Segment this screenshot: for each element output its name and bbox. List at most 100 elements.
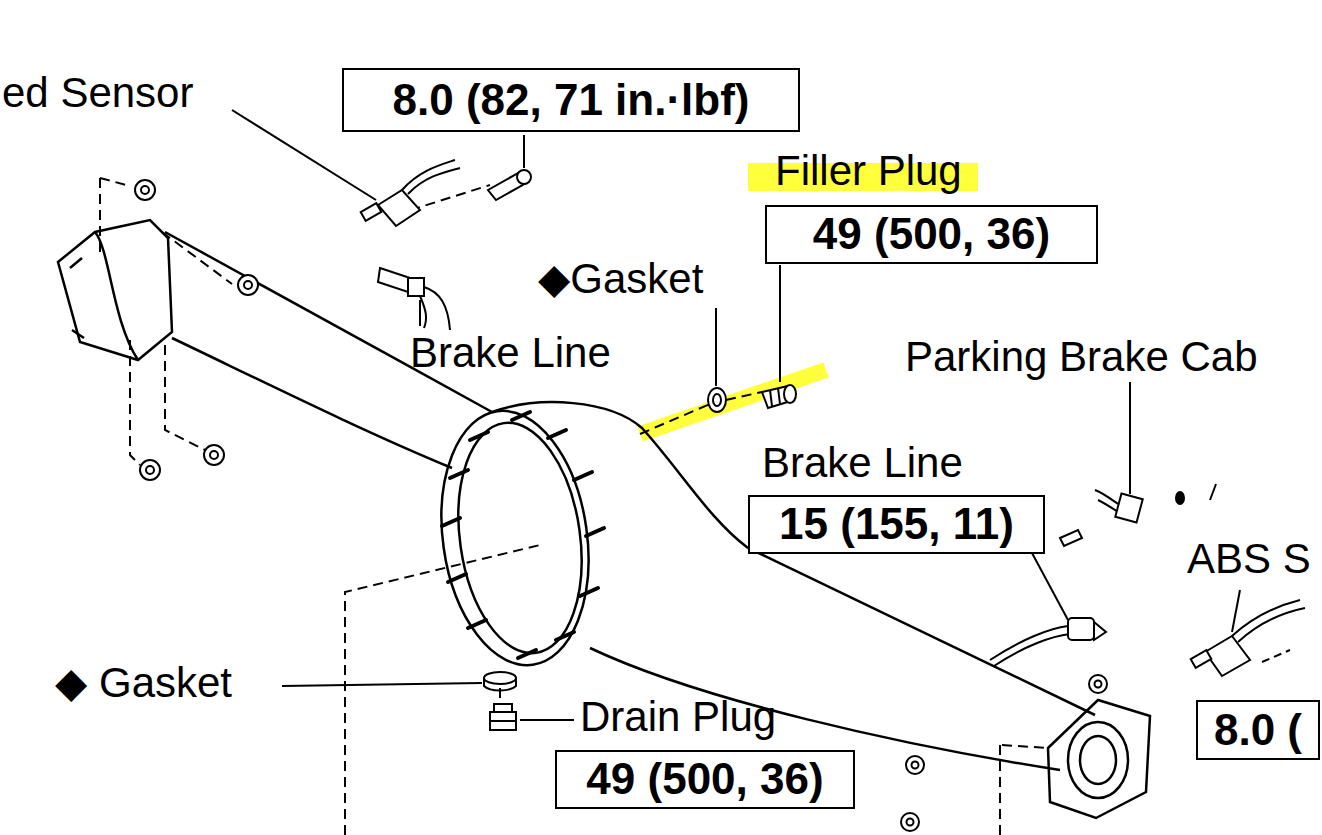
drawing-part — [784, 385, 796, 403]
speed-sensor — [361, 160, 531, 226]
drawing-part — [420, 287, 450, 330]
nuts — [135, 180, 1107, 831]
drawing-part — [770, 390, 772, 406]
drawing-part — [912, 762, 919, 769]
drawing-part — [140, 460, 160, 480]
torque-value: 15 (155, 11) — [779, 500, 1014, 548]
drawing-part — [1262, 650, 1290, 662]
drawing-part — [470, 432, 488, 440]
drawing-part — [345, 545, 540, 835]
torque-box: 8.0 ( — [1196, 700, 1320, 760]
drawing-part — [1068, 722, 1128, 798]
drawing-part — [1032, 553, 1068, 620]
drawing-part — [556, 632, 574, 640]
drawing-part — [1068, 618, 1094, 640]
torque-box: 49 (500, 36) — [555, 750, 855, 809]
drawing-part — [378, 190, 420, 226]
drawing-part — [586, 528, 604, 536]
drawing-part — [135, 180, 155, 200]
part-label: Parking Brake Cab — [905, 334, 1258, 380]
drawing-part — [574, 472, 592, 480]
drawing-part — [778, 388, 780, 404]
drawing-part — [1002, 745, 1048, 748]
drawing-part — [490, 712, 516, 730]
drawing-part — [444, 415, 595, 661]
part-label: Filler Plug — [775, 148, 962, 194]
drawing-part — [580, 588, 598, 596]
torque-box: 8.0 (82, 71 in.·lbf) — [342, 68, 800, 132]
drawing-part — [58, 220, 172, 360]
part-label: Drain Plug — [580, 694, 776, 740]
drawing-part — [448, 574, 466, 582]
drawing-part — [1191, 650, 1212, 668]
highlight — [640, 370, 826, 434]
drawing-part — [779, 265, 781, 382]
drawing-part — [520, 719, 574, 721]
drawing-part — [378, 268, 410, 292]
drawing-part — [419, 300, 421, 326]
drawing-part — [1232, 590, 1240, 632]
drawing-part — [901, 813, 919, 831]
drawing-part — [994, 634, 1070, 666]
drawing-part — [990, 626, 1068, 660]
drawing-part — [1095, 490, 1118, 504]
part-label: ◆Gasket — [538, 256, 703, 302]
drawing-part — [1115, 494, 1142, 523]
drawing-part — [165, 345, 205, 450]
drawing-part — [165, 232, 492, 412]
drawing-part — [1089, 675, 1107, 693]
drawing-part — [1098, 500, 1118, 512]
torque-box: 15 (155, 11) — [748, 495, 1045, 554]
drawing-part — [238, 275, 258, 295]
drawing-part — [640, 404, 710, 434]
drawing-part — [468, 620, 486, 628]
drawing-part — [408, 278, 424, 296]
axle-housing — [58, 220, 1150, 818]
drawing-part — [1232, 600, 1305, 642]
drawing-part — [494, 704, 512, 712]
drain-plug — [484, 672, 516, 730]
part-label: ed Sensor — [2, 70, 193, 116]
part-label: ◆ Gasket — [55, 660, 232, 706]
filler-plug — [708, 385, 796, 412]
torque-value: 49 (500, 36) — [813, 210, 1050, 258]
dashed-guides — [100, 178, 1048, 835]
drawing-part — [906, 756, 924, 774]
part-label: Brake Line — [762, 440, 963, 486]
drawing-part — [1176, 492, 1184, 504]
drawing-part — [130, 340, 140, 465]
drawing-part — [442, 518, 460, 526]
drawing-part — [484, 678, 516, 691]
drawing-part — [70, 258, 84, 338]
drawing-part — [146, 466, 154, 474]
drawing-part — [100, 178, 130, 252]
drawing-part — [748, 548, 1095, 715]
drawing-part — [523, 135, 525, 168]
drawing-part — [1097, 687, 1099, 689]
drawing-part — [713, 394, 721, 406]
drawing-part — [210, 451, 218, 459]
drawing-part — [450, 470, 468, 478]
drawing-part — [907, 819, 914, 826]
drawing-part — [426, 401, 604, 675]
torque-value: 8.0 (82, 71 in.·lbf) — [393, 76, 750, 124]
drawing-part — [484, 672, 516, 684]
drawing-part — [1060, 530, 1082, 546]
drawing-part — [402, 160, 460, 194]
brake-line-fitting — [378, 268, 450, 330]
drawing-part — [512, 412, 530, 420]
drawing-part — [1210, 484, 1216, 500]
brake-line-right — [990, 618, 1106, 688]
drawing-part — [726, 392, 762, 400]
drawing-part — [361, 203, 382, 221]
drawing-part — [95, 232, 138, 360]
part-label: ABS S — [1187, 536, 1311, 582]
drawing-part — [1129, 382, 1131, 494]
drawing-part — [708, 388, 726, 412]
part-label: Brake Line — [410, 330, 611, 376]
torque-box: 49 (500, 36) — [765, 205, 1098, 264]
drawing-part — [204, 445, 224, 465]
leader-lines — [232, 110, 1240, 720]
drawing-part — [490, 720, 516, 722]
